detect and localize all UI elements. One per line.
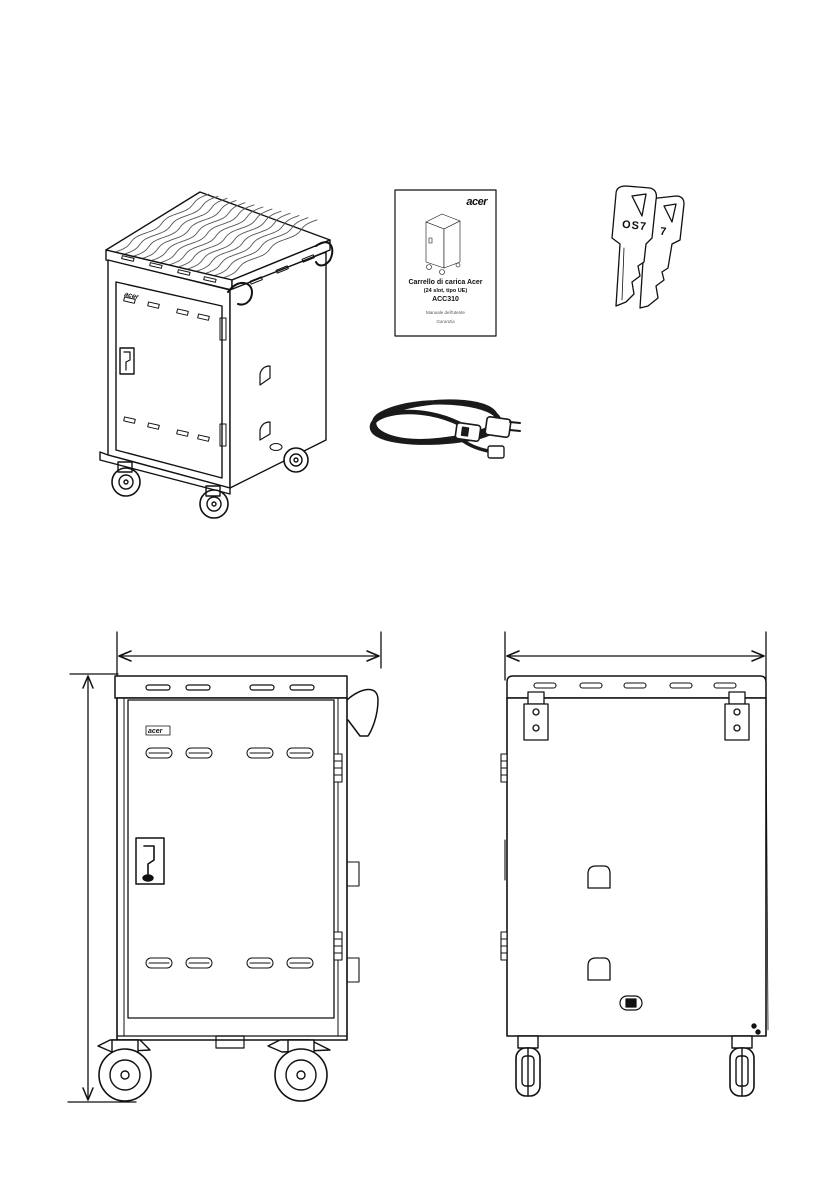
front-door-lock	[136, 838, 164, 884]
manual-line-warranty: Garanzia	[396, 319, 495, 324]
front-wheels	[98, 1040, 330, 1101]
cart-side-view	[501, 632, 768, 1096]
manual-subtitle: (24 slot, tipo UE)	[396, 288, 495, 294]
cart-isometric: acer	[100, 192, 332, 518]
front-side-handle	[347, 689, 378, 736]
side-top-lid	[507, 676, 766, 698]
side-wheels	[516, 1036, 754, 1096]
manual-logo: acer	[466, 196, 487, 208]
manual-title: Carrello di carica Acer	[396, 279, 495, 286]
cart-front-view: acer	[68, 632, 381, 1102]
manual-line-user: Manuale dell'utente	[396, 310, 495, 315]
key-front-code: OS7	[621, 219, 647, 234]
svg-text:acer: acer	[148, 728, 164, 735]
dimension-depth	[505, 632, 766, 680]
cart-side-face	[230, 252, 326, 488]
front-top-lid	[115, 676, 347, 698]
keys	[612, 186, 684, 308]
side-body	[507, 698, 766, 1036]
manual-model: ACC310	[396, 296, 495, 303]
power-cord	[372, 402, 520, 458]
key-back-code: 7	[659, 226, 666, 239]
side-power-inlet	[620, 996, 642, 1010]
manual-text-block: acer Carrello di carica Acer (24 slot, t…	[396, 192, 495, 334]
power-cord-coil	[372, 402, 500, 443]
power-cord-plug	[485, 416, 511, 437]
